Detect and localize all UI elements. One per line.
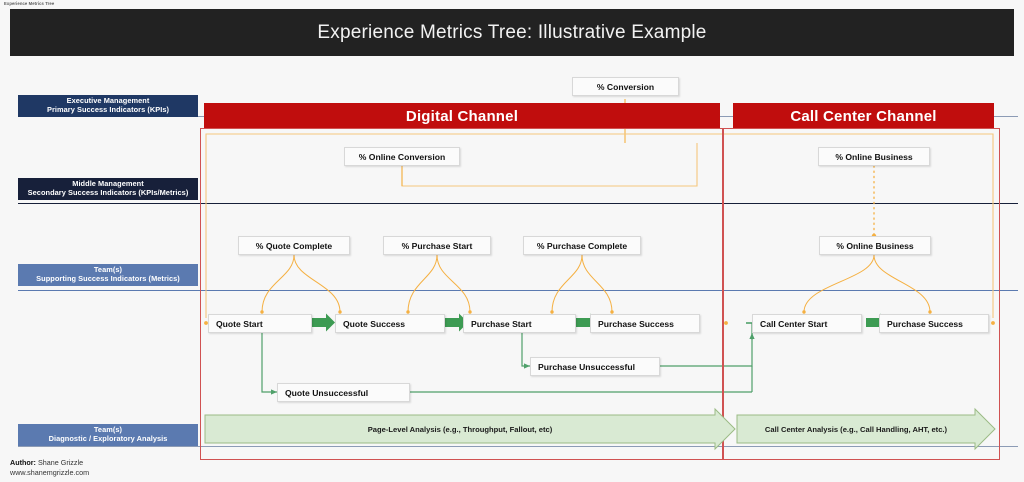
channel-header-digital: Digital Channel (204, 103, 720, 129)
analysis-bar-page-level[interactable]: Page-Level Analysis (e.g., Throughput, F… (205, 415, 715, 443)
node-quote-start[interactable]: Quote Start (208, 314, 312, 333)
node-cc-purchase-success-label: Purchase Success (887, 318, 963, 329)
node-purchase-start[interactable]: Purchase Start (463, 314, 576, 333)
node-purchase-unsuccessful[interactable]: Purchase Unsuccessful (530, 357, 660, 376)
node-quote-success[interactable]: Quote Success (335, 314, 445, 333)
node-online-conversion-label: % Online Conversion (358, 151, 446, 162)
swimlane-label-team: Team(s) Supporting Success Indicators (M… (18, 264, 198, 286)
author-name: Shane Grizzle (35, 458, 84, 467)
node-quote-complete[interactable]: % Quote Complete (238, 236, 350, 255)
swimlane-label-executive-line2: Primary Success Indicators (KPIs) (46, 105, 169, 114)
node-purchase-success-label: Purchase Success (598, 318, 674, 329)
node-cc-purchase-success[interactable]: Purchase Success (879, 314, 989, 333)
channel-header-digital-label: Digital Channel (405, 107, 519, 125)
channel-container-call-center (723, 128, 1000, 460)
node-conversion[interactable]: % Conversion (572, 77, 679, 96)
channel-header-call-center: Call Center Channel (733, 103, 994, 129)
node-quote-complete-label: % Quote Complete (255, 240, 333, 251)
node-quote-unsuccessful[interactable]: Quote Unsuccessful (277, 383, 410, 402)
page-title: Experience Metrics Tree: Illustrative Ex… (317, 21, 707, 43)
swimlane-label-diagnostic-line2: Diagnostic / Exploratory Analysis (48, 434, 168, 443)
swimlane-label-team-line2: Supporting Success Indicators (Metrics) (36, 274, 180, 283)
node-conversion-label: % Conversion (596, 81, 655, 92)
node-purchase-start-label: Purchase Start (471, 318, 532, 329)
node-online-conversion[interactable]: % Online Conversion (344, 147, 460, 166)
channel-container-digital (200, 128, 723, 460)
swimlane-label-diagnostic-line1: Team(s) (93, 425, 123, 435)
swimlane-label-diagnostic: Team(s) Diagnostic / Exploratory Analysi… (18, 424, 198, 446)
node-call-center-start[interactable]: Call Center Start (752, 314, 862, 333)
node-purchase-complete[interactable]: % Purchase Complete (523, 236, 641, 255)
analysis-bar-call-center-label: Call Center Analysis (e.g., Call Handlin… (764, 424, 948, 434)
node-purchase-success[interactable]: Purchase Success (590, 314, 700, 333)
node-quote-unsuccessful-label: Quote Unsuccessful (285, 387, 369, 398)
node-purchase-unsuccessful-label: Purchase Unsuccessful (538, 361, 635, 372)
author-label: Author: (10, 458, 36, 467)
swimlane-label-executive-line1: Executive Management (66, 96, 150, 106)
node-purchase-complete-label: % Purchase Complete (536, 240, 628, 251)
channel-header-call-center-label: Call Center Channel (790, 107, 937, 125)
swimlane-label-middle-line1: Middle Management (72, 179, 144, 189)
node-online-business-secondary-label: % Online Business (835, 151, 913, 162)
analysis-bar-call-center[interactable]: Call Center Analysis (e.g., Call Handlin… (737, 415, 975, 443)
node-purchase-start-metric-label: % Purchase Start (401, 240, 473, 251)
analysis-bar-page-level-label: Page-Level Analysis (e.g., Throughput, F… (367, 424, 553, 434)
node-quote-start-label: Quote Start (216, 318, 263, 329)
author-line: Author: Shane Grizzle (10, 458, 89, 468)
swimlane-label-middle-line2: Secondary Success Indicators (KPIs/Metri… (27, 188, 189, 197)
node-quote-success-label: Quote Success (343, 318, 406, 329)
title-bar: Experience Metrics Tree: Illustrative Ex… (10, 9, 1014, 56)
app-caption: Experience Metrics Tree (4, 1, 55, 6)
node-call-center-start-label: Call Center Start (760, 318, 828, 329)
swimlane-label-team-line1: Team(s) (93, 265, 123, 275)
node-online-business-supporting[interactable]: % Online Business (819, 236, 931, 255)
swimlane-label-executive: Executive Management Primary Success Ind… (18, 95, 198, 117)
node-purchase-start-metric[interactable]: % Purchase Start (383, 236, 491, 255)
node-online-business-secondary[interactable]: % Online Business (818, 147, 930, 166)
footer-author-block: Author: Shane Grizzle www.shanemgrizzle.… (10, 458, 89, 477)
author-website: www.shanemgrizzle.com (10, 467, 90, 477)
node-online-business-supporting-label: % Online Business (836, 240, 914, 251)
swimlane-label-middle: Middle Management Secondary Success Indi… (18, 178, 198, 200)
